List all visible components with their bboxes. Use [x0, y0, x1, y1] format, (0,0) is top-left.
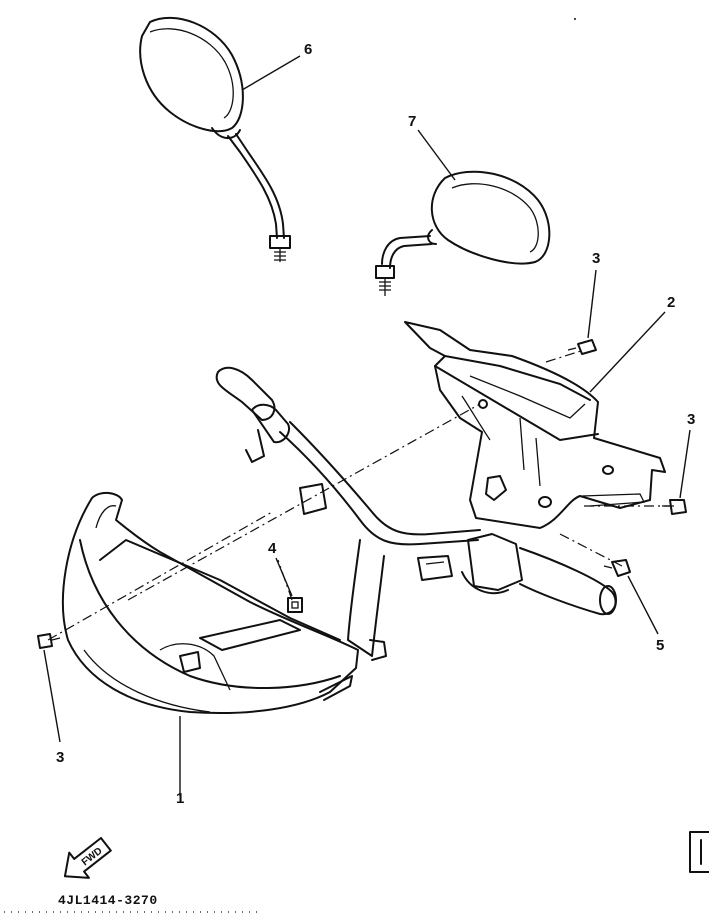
leader-7	[417, 129, 456, 181]
callout-7: 7	[408, 113, 416, 130]
screw-3-right	[662, 499, 687, 515]
handlebar	[215, 366, 617, 661]
assembly-line-upper	[127, 403, 481, 601]
callout-3-top: 3	[592, 250, 600, 267]
leader-3-top	[587, 269, 597, 339]
part-code: 4JL1414-3270	[58, 893, 158, 908]
callout-3-left: 3	[56, 749, 64, 766]
screw-3-top	[567, 339, 597, 355]
callout-6: 6	[304, 41, 312, 58]
screw-5	[603, 559, 631, 577]
handlebar-front-cover	[61, 492, 359, 715]
leader-2	[589, 311, 666, 393]
leader-3-left	[43, 649, 61, 743]
handlebar-rear-cover	[404, 321, 666, 529]
mirror-left	[139, 16, 291, 262]
assembly-line-screw5	[559, 533, 623, 567]
fwd-arrow-icon: FWD	[63, 836, 112, 879]
leader-5	[627, 575, 659, 635]
screw-3-left	[37, 633, 61, 649]
leader-4	[275, 557, 293, 597]
assembly-line-screw3-top	[545, 349, 585, 363]
leader-6	[241, 55, 301, 91]
assembly-line-left	[47, 511, 273, 641]
leader-3-right	[679, 429, 691, 499]
callout-1: 1	[176, 790, 184, 807]
callout-2: 2	[667, 294, 675, 311]
page-marker-box	[689, 831, 709, 873]
mirror-right	[375, 170, 551, 296]
callout-5: 5	[656, 637, 664, 654]
callout-4: 4	[268, 540, 277, 557]
callout-3-right: 3	[687, 411, 695, 428]
nut-4	[287, 597, 303, 613]
scan-dot	[574, 18, 576, 20]
